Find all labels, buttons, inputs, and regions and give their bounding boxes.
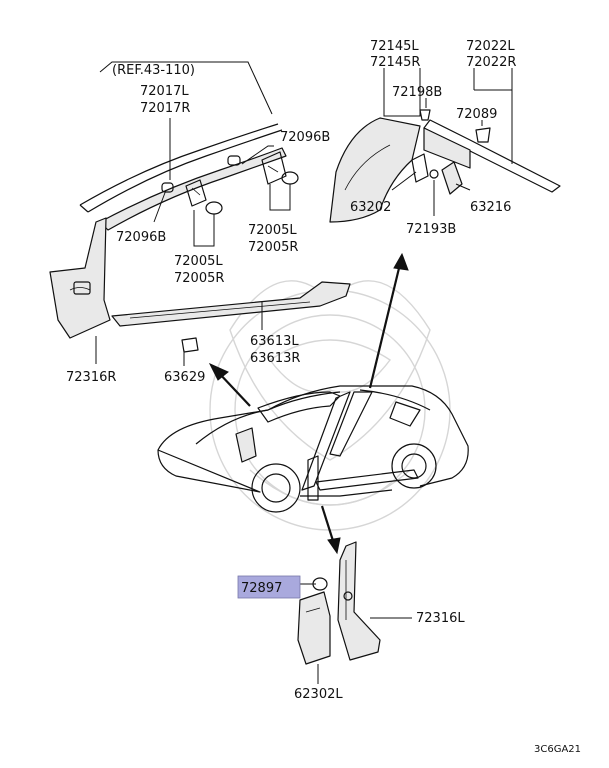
pillar-trim-72316r xyxy=(49,217,111,339)
label-72316r[interactable]: 72316R xyxy=(66,370,116,385)
clip-63629-icon xyxy=(181,337,199,353)
highlight-box xyxy=(237,575,301,599)
label-72096b-left[interactable]: 72096B xyxy=(116,230,166,245)
label-72096b-top[interactable]: 72096B xyxy=(280,130,330,145)
pad-63216 xyxy=(441,161,463,195)
quarter-trim-72145 xyxy=(329,117,421,223)
pillar-trim-72316l xyxy=(337,541,381,661)
label-72022r[interactable]: 72022R xyxy=(466,55,516,70)
label-72005r-left[interactable]: 72005R xyxy=(174,271,224,286)
sill-trim-63613 xyxy=(111,281,351,327)
label-72005l-mid[interactable]: 72005L xyxy=(248,223,297,238)
car-interior-trims xyxy=(235,391,421,501)
label-63629[interactable]: 63629 xyxy=(164,370,205,385)
label-63202[interactable]: 63202 xyxy=(350,200,391,215)
pillar-trim-62302l xyxy=(297,591,331,665)
trim-strip-72022 xyxy=(423,119,561,193)
leader-lines xyxy=(95,61,513,684)
label-72145l[interactable]: 72145L xyxy=(370,39,419,54)
label-63216[interactable]: 63216 xyxy=(470,200,511,215)
arrows xyxy=(208,252,409,555)
label-72316l[interactable]: 72316L xyxy=(416,611,465,626)
label-72017r[interactable]: 72017R xyxy=(140,101,190,116)
ref-label: (REF.43-110) xyxy=(112,63,195,78)
label-72022l[interactable]: 72022L xyxy=(466,39,515,54)
label-72897[interactable]: 72897 xyxy=(241,581,282,596)
label-63613l[interactable]: 63613L xyxy=(250,334,299,349)
clip-icon xyxy=(161,155,241,193)
label-72193b[interactable]: 72193B xyxy=(406,222,456,237)
label-72005l-left[interactable]: 72005L xyxy=(174,254,223,269)
callout-labels: (REF.43-110) 72017L 72017R 72096B 72096B… xyxy=(66,39,581,755)
label-62302l[interactable]: 62302L xyxy=(294,687,343,702)
label-72017l[interactable]: 72017L xyxy=(140,84,189,99)
label-72198b[interactable]: 72198B xyxy=(392,85,442,100)
label-72005r-mid[interactable]: 72005R xyxy=(248,240,298,255)
label-72145r[interactable]: 72145R xyxy=(370,55,420,70)
diagram-code: 3C6GA21 xyxy=(534,744,581,755)
label-63613r[interactable]: 63613R xyxy=(250,351,300,366)
fastener-icons-right xyxy=(411,109,491,183)
label-72089[interactable]: 72089 xyxy=(456,107,497,122)
roof-rail-trim-72017 xyxy=(79,123,287,231)
